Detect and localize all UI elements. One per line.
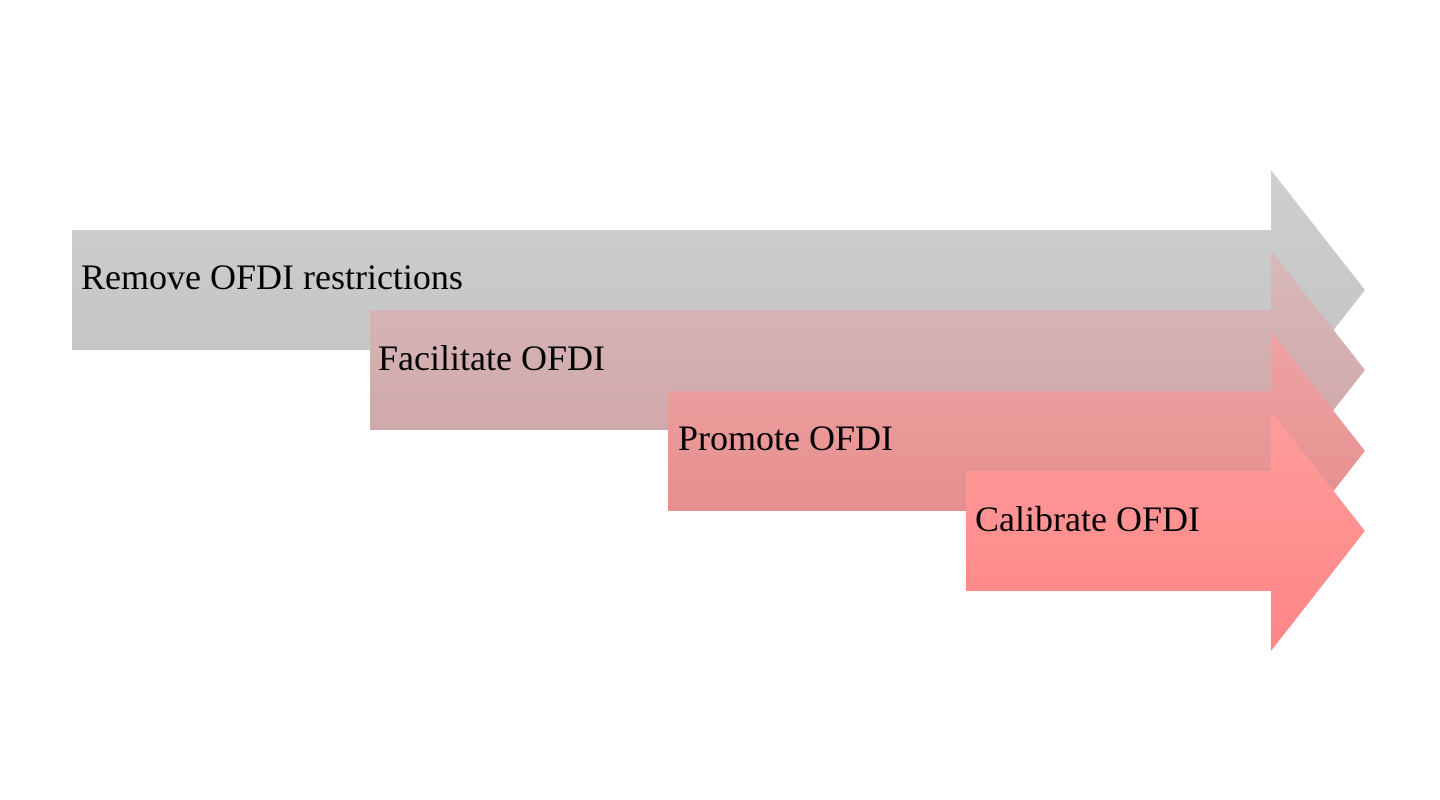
step-arrow-calibrate: Calibrate OFDI: [966, 411, 1365, 651]
step-label: Promote OFDI: [678, 418, 893, 458]
arrow-shape: [966, 411, 1365, 651]
step-label: Calibrate OFDI: [975, 499, 1200, 539]
step-label: Remove OFDI restrictions: [81, 257, 463, 297]
step-label: Facilitate OFDI: [378, 338, 605, 378]
